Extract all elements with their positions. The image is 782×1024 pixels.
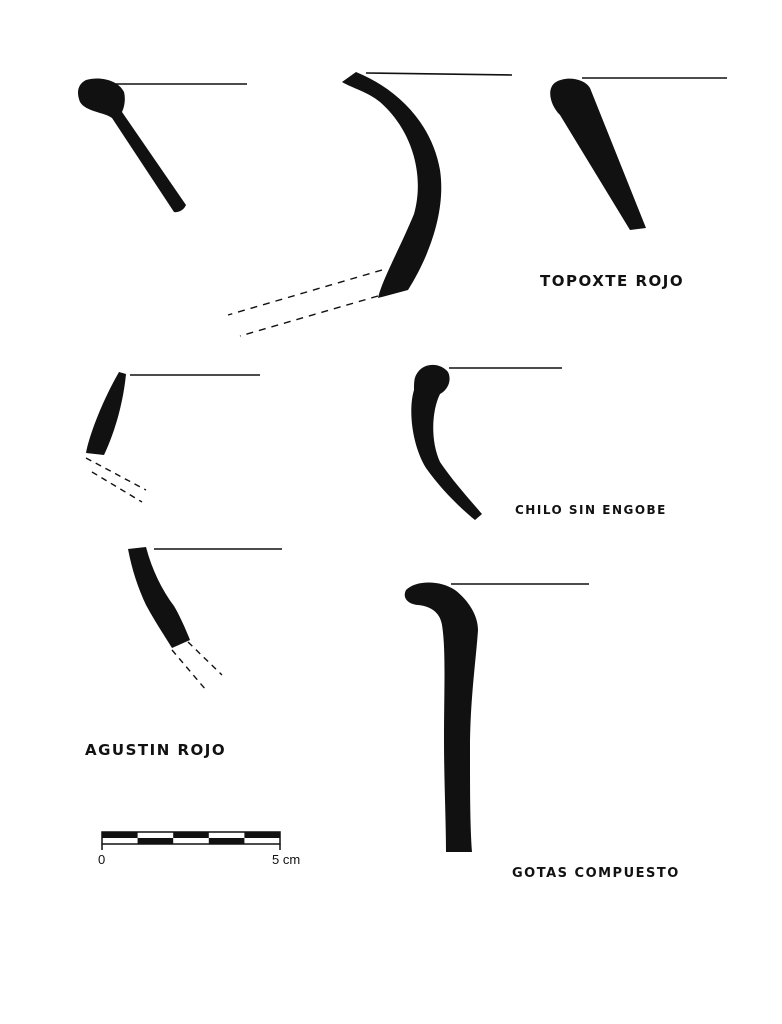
gotas-sherd: [404, 582, 589, 852]
scale-bar: [101, 831, 281, 850]
agustin-sherd-reconstruction-line-a: [187, 641, 223, 676]
topoxte-sherd-3-profile: [550, 78, 646, 230]
label-agustin-rojo: AGUSTIN ROJO: [85, 741, 227, 759]
agustin-sherd-reconstruction-line-b: [171, 649, 207, 691]
scale-bar-seg-4-bottom: [208, 838, 245, 844]
chilo-sherd-1-reconstruction-line-a: [85, 457, 147, 491]
agustin-sherd: [128, 547, 282, 691]
chilo-sherd-2: [411, 364, 562, 520]
label-chilo-sin-engobe: CHILO SIN ENGOBE: [515, 503, 667, 517]
topoxte-sherd-2: [227, 72, 513, 337]
chilo-sherd-1-reconstruction-line-b: [91, 471, 143, 503]
agustin-sherd-profile: [128, 547, 190, 648]
scale-label-five-cm: 5 cm: [272, 852, 301, 867]
gotas-sherd-profile: [404, 582, 478, 852]
scale-bar-seg-5-top: [244, 832, 280, 838]
chilo-sherd-1: [85, 372, 260, 503]
topoxte-sherd-1: [78, 78, 247, 213]
chilo-sherd-1-profile: [86, 372, 126, 455]
topoxte-sherd-2-rim-line: [365, 72, 513, 76]
scale-bar-seg-1-top: [102, 832, 138, 838]
label-topoxte-rojo: TOPOXTE ROJO: [540, 272, 685, 290]
topoxte-sherd-2-reconstruction-line-upper: [227, 269, 383, 316]
scale-label-zero: 0: [98, 852, 106, 867]
topoxte-sherd-3: [550, 77, 727, 230]
label-gotas-compuesto: GOTAS COMPUESTO: [512, 866, 680, 881]
topoxte-sherd-2-profile: [342, 72, 442, 298]
scale-bar-seg-3-top: [173, 832, 209, 838]
topoxte-sherd-2-reconstruction-line-lower: [239, 295, 379, 337]
scale-bar-seg-2-bottom: [137, 838, 174, 844]
topoxte-sherd-1-profile: [78, 78, 186, 213]
chilo-sherd-2-profile: [411, 364, 482, 520]
